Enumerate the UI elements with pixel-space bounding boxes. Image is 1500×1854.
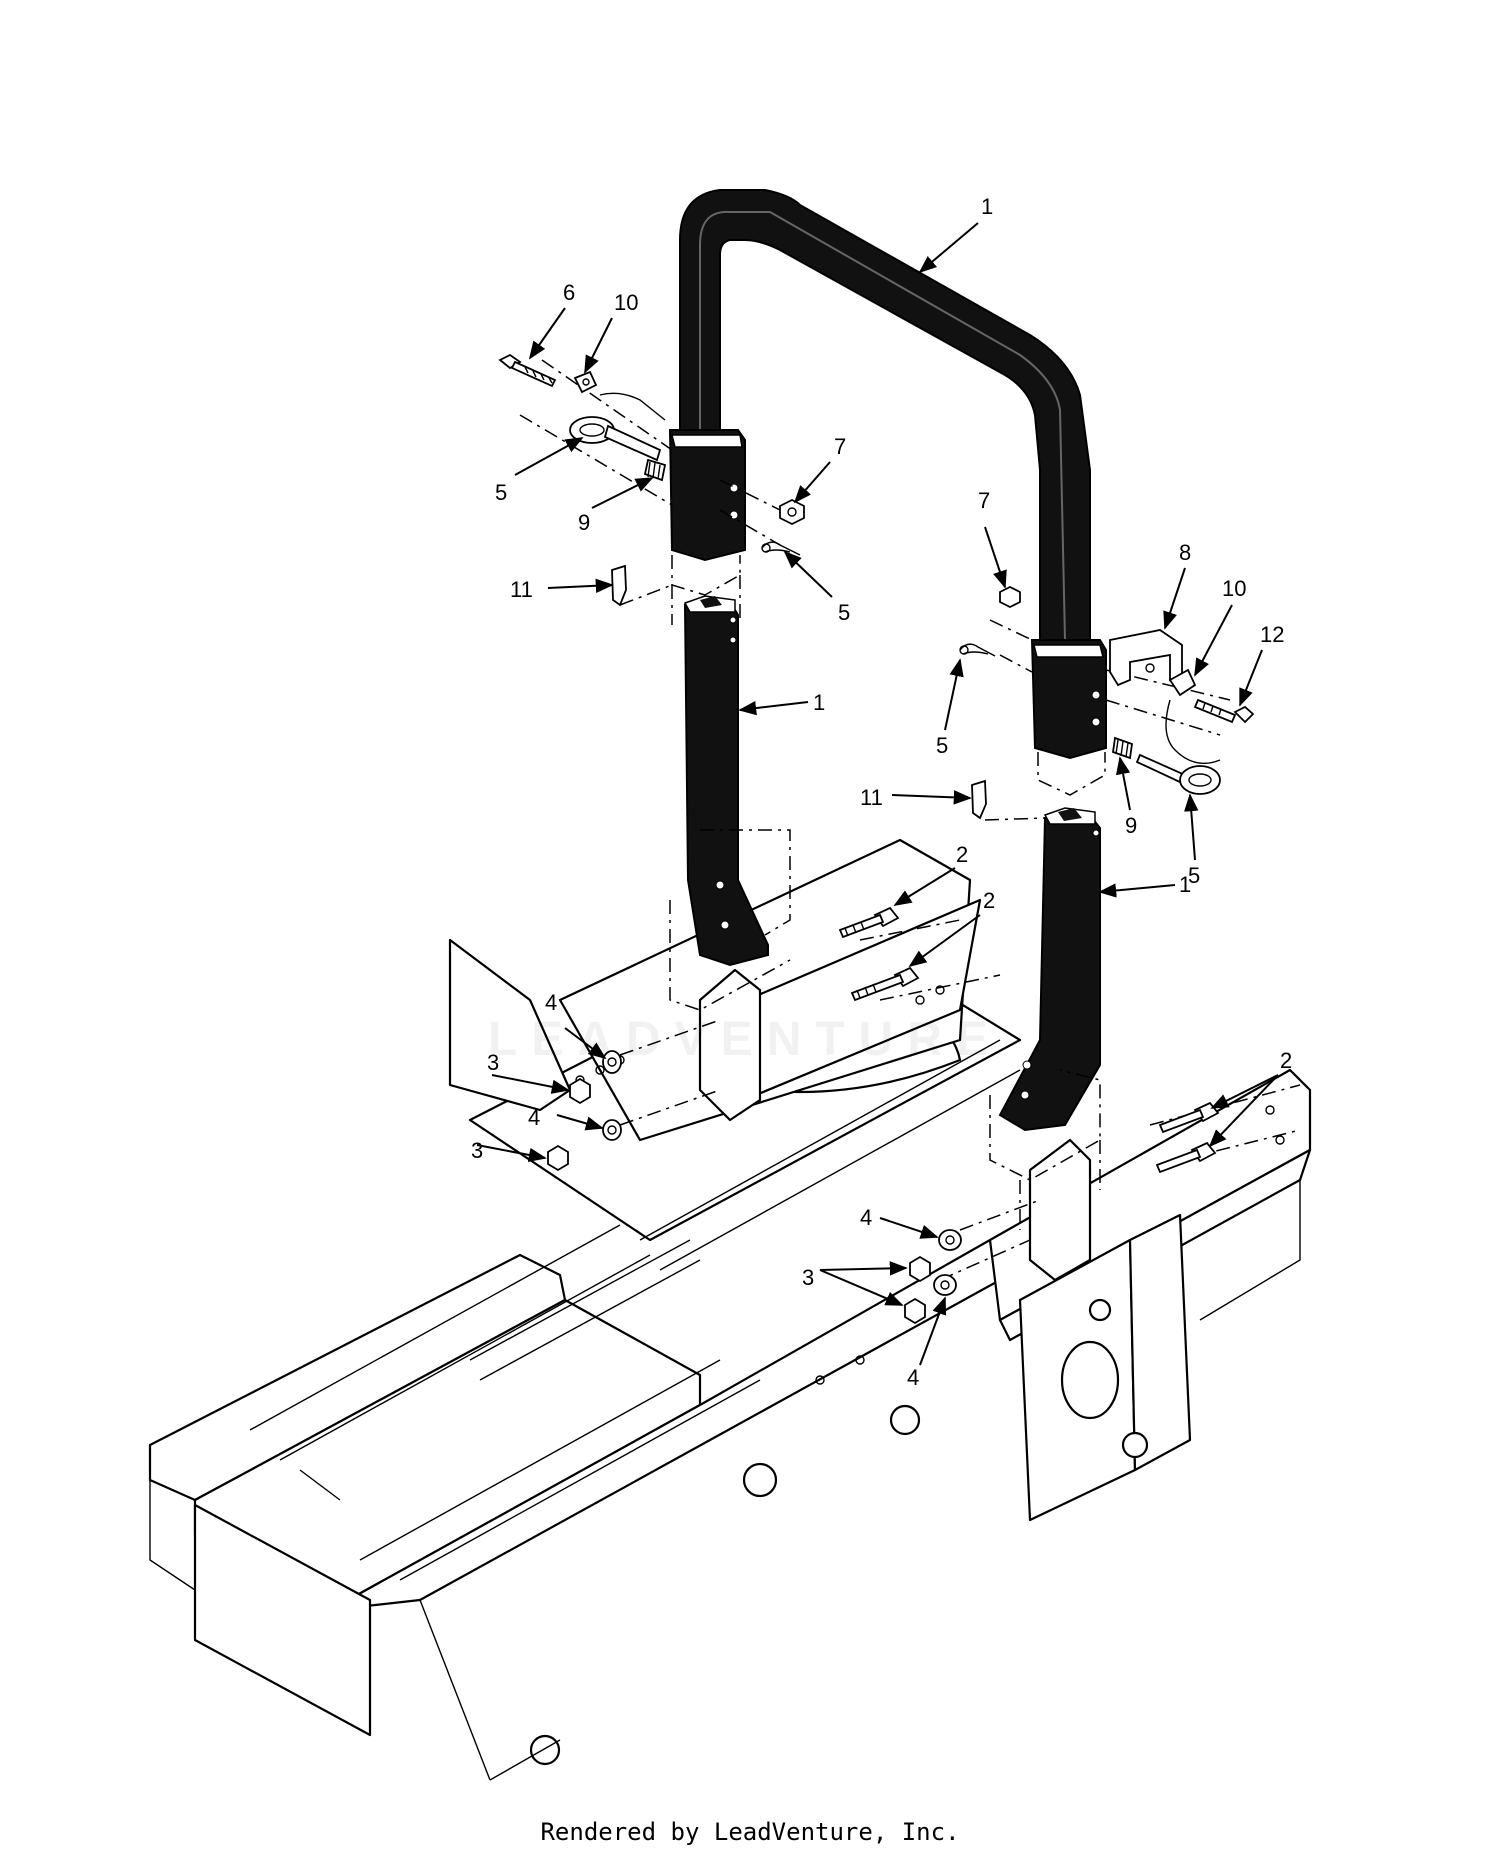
bolt-2-b <box>850 966 920 1002</box>
bracket-8 <box>1109 629 1183 687</box>
rops-left-sleeve <box>668 429 746 562</box>
callout-9-right: 9 <box>1125 813 1137 838</box>
callout-2-a: 2 <box>956 842 968 867</box>
callout-4-c: 4 <box>860 1205 872 1230</box>
callout-6: 6 <box>563 280 575 305</box>
hitch-pin-5-left <box>569 416 662 462</box>
rops-assembly <box>668 189 1107 1132</box>
watermark-text: LEADVENTURE <box>488 1013 1003 1066</box>
rops-upper-hoop <box>679 189 1091 641</box>
rops-right-sleeve <box>1030 639 1107 760</box>
callout-10-left: 10 <box>614 290 638 315</box>
hairpin-5-left <box>761 541 801 556</box>
spring-9-left <box>643 458 667 482</box>
callout-5-left-b: 5 <box>838 600 850 625</box>
callout-5-right-a: 5 <box>936 733 948 758</box>
clip-10-left <box>573 370 666 421</box>
spring-9-right <box>1112 736 1133 760</box>
callout-2-c: 2 <box>1280 1048 1292 1073</box>
callout-1-top: 1 <box>981 194 993 219</box>
rops-right-leg <box>998 817 1101 1132</box>
callout-4-b: 4 <box>528 1105 540 1130</box>
leader-lines <box>476 222 1279 1366</box>
callout-4-a: 4 <box>545 990 557 1015</box>
nut-7-right <box>999 585 1021 609</box>
mower-frame <box>148 838 1312 1781</box>
callout-10-right: 10 <box>1222 576 1246 601</box>
callout-5-right-b: 5 <box>1188 863 1200 888</box>
callout-4-d: 4 <box>907 1365 919 1390</box>
bracket-11-left <box>611 564 627 607</box>
callout-2-b: 2 <box>983 888 995 913</box>
hairpin-5-right <box>959 643 996 657</box>
nut-7-left <box>779 498 805 526</box>
callout-9-left: 9 <box>578 510 590 535</box>
hardware-parts <box>498 353 1255 1325</box>
callout-1-right: 1 <box>1179 872 1191 897</box>
render-credit: Rendered by LeadVenture, Inc. <box>540 1818 960 1846</box>
callout-3-a: 3 <box>487 1050 499 1075</box>
callout-11-left: 11 <box>510 577 533 602</box>
bolt-2-d <box>1155 1141 1217 1174</box>
callout-12: 12 <box>1260 622 1284 647</box>
callout-7-right: 7 <box>978 488 990 513</box>
clip-10-right <box>1168 668 1197 697</box>
washers-4 <box>602 1050 962 1296</box>
bolt-2-a <box>838 906 900 939</box>
callout-3-c: 3 <box>802 1265 814 1290</box>
bolt-12 <box>1193 698 1255 724</box>
nuts-3 <box>547 1077 931 1325</box>
callout-3-b: 3 <box>471 1138 483 1163</box>
callout-7-left: 7 <box>834 434 846 459</box>
callout-11-right: 11 <box>860 785 883 810</box>
hitch-pin-5-right <box>1135 699 1221 795</box>
bolt-6 <box>498 353 557 388</box>
callout-5-left-a: 5 <box>495 480 507 505</box>
callout-1-left: 1 <box>813 690 825 715</box>
callout-8: 8 <box>1179 540 1191 565</box>
callout-labels: 1 6 10 5 9 7 5 11 1 7 8 10 12 5 11 9 5 1… <box>471 194 1292 1390</box>
bracket-11-right <box>971 779 987 820</box>
